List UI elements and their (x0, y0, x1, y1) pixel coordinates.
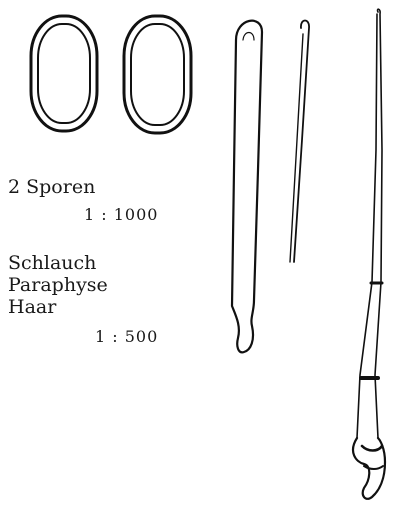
ascus-drawing (232, 21, 262, 353)
ascus-label: Schlauch (8, 252, 96, 274)
spores-label: 2 Sporen (8, 176, 95, 198)
hair-drawing (353, 9, 385, 499)
spores-scale: 1 : 1000 (84, 205, 158, 224)
spore-1 (31, 16, 97, 131)
spore-2 (124, 16, 191, 133)
hair-label: Haar (8, 296, 56, 318)
paraphysis-drawing (290, 21, 309, 263)
others-scale: 1 : 500 (95, 327, 158, 346)
paraphysis-label: Paraphyse (8, 274, 108, 296)
